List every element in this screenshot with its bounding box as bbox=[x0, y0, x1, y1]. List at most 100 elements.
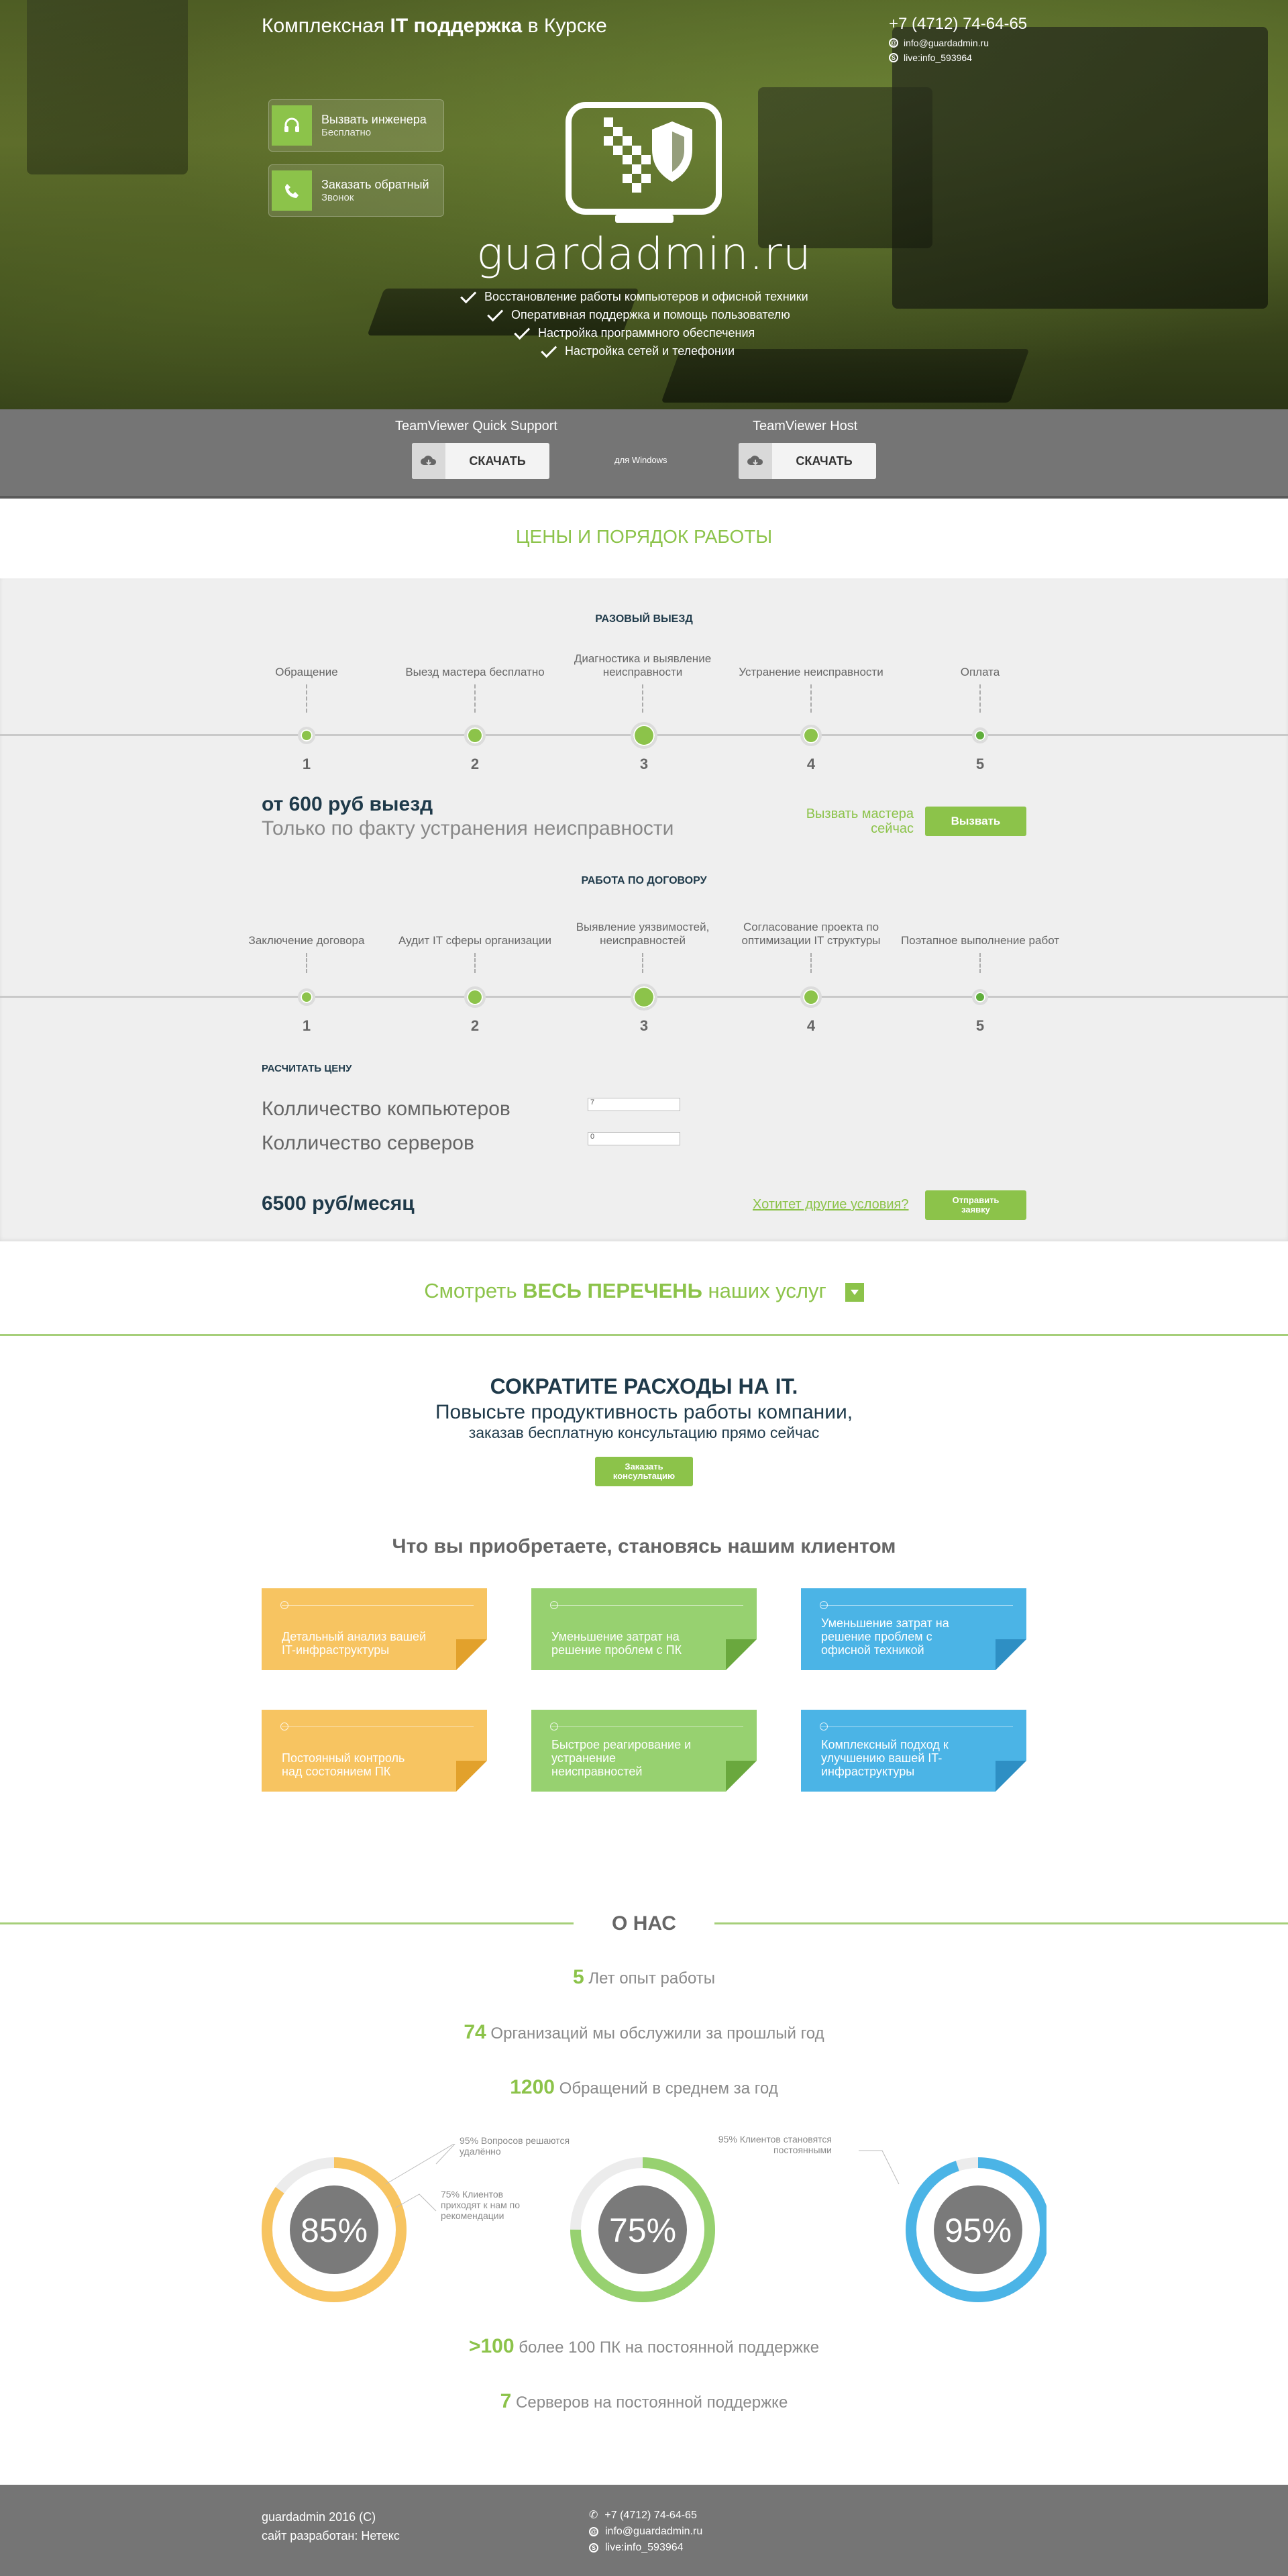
timeline-step: Обращение bbox=[219, 646, 394, 713]
timeline-step: Согласование проекта по оптимизации IT с… bbox=[724, 907, 898, 973]
timeline-step: Оплата bbox=[893, 646, 1067, 713]
timeline-step: Выявление уязвимостей, неисправностей bbox=[555, 907, 730, 973]
about-divider-left bbox=[0, 1922, 574, 1924]
stat-organizations: 74 Организаций мы обслужили за прошлый г… bbox=[464, 2021, 824, 2043]
email-icon: @ bbox=[589, 2527, 598, 2536]
calc-total: 6500 руб/месяц bbox=[262, 1192, 415, 1215]
download-host-button[interactable]: СКАЧАТЬ bbox=[739, 443, 876, 479]
phone-icon: ✆ bbox=[589, 2510, 598, 2521]
footer-phone[interactable]: +7 (4712) 74-64-65 bbox=[604, 2510, 697, 2521]
skype-icon: S bbox=[889, 53, 898, 62]
step-number: 2 bbox=[470, 756, 480, 772]
calc-title: РАСЧИТАТЬ ЦЕНУ bbox=[262, 1063, 352, 1074]
timeline-dot bbox=[972, 989, 988, 1005]
header-email[interactable]: info@guardadmin.ru bbox=[904, 38, 989, 48]
chevron-down-icon bbox=[845, 1282, 864, 1302]
one-time-price: от 600 руб выезд bbox=[262, 793, 433, 815]
ring-label: 75% bbox=[609, 2212, 676, 2249]
about-heading: О НАС bbox=[612, 1912, 676, 1935]
all-services-link[interactable]: Смотреть ВЕСЬ ПЕРЕЧЕНЬ наших услуг bbox=[0, 1279, 1288, 1303]
phone-icon bbox=[272, 170, 312, 211]
page-title: Комплексная IT поддержка в Курске bbox=[262, 15, 607, 37]
call-engineer-sublabel: Бесплатно bbox=[321, 127, 372, 138]
cloud-download-icon bbox=[739, 443, 772, 479]
call-master-text: Вызвать мастера сейчас bbox=[806, 807, 914, 836]
ring-label: 95% bbox=[945, 2212, 1012, 2249]
tv-host-title: TeamViewer Host bbox=[753, 419, 858, 433]
benefit-card: Уменьшение затрат на решение проблем с о… bbox=[801, 1588, 1026, 1670]
other-conditions-link[interactable]: Хотитет другие условия? bbox=[753, 1197, 909, 1212]
step-number: 4 bbox=[806, 1017, 816, 1034]
footer: guardadmin 2016 (С) сайт разработан: Нет… bbox=[0, 2485, 1288, 2576]
teamviewer-bar: TeamViewer Quick Support TeamViewer Host… bbox=[0, 409, 1288, 499]
timeline-dot bbox=[298, 727, 315, 744]
footer-skype[interactable]: live:info_593964 bbox=[605, 2542, 684, 2553]
step-number: 1 bbox=[302, 1017, 311, 1034]
timeline-step: Заключение договора bbox=[219, 907, 394, 973]
divider bbox=[0, 1334, 1288, 1336]
background-monitor bbox=[758, 87, 932, 248]
servers-input[interactable]: 0 bbox=[588, 1132, 680, 1145]
timeline-dot bbox=[631, 722, 657, 749]
feature-item: Настройка сетей и телефонии bbox=[541, 341, 735, 358]
email-icon: @ bbox=[889, 38, 898, 48]
ring-progress bbox=[262, 2157, 407, 2302]
order-consultation-button[interactable]: Заказать консультацию bbox=[595, 1457, 693, 1486]
one-time-title: РАЗОВЫЙ ВЫЕЗД bbox=[595, 613, 693, 625]
ring-label: 85% bbox=[301, 2212, 368, 2249]
headset-icon bbox=[272, 105, 312, 146]
step-number: 1 bbox=[302, 756, 311, 772]
timeline-dot bbox=[800, 986, 822, 1008]
stat-requests: 1200 Обращений в среднем за год bbox=[510, 2076, 778, 2098]
download-quick-support-button[interactable]: СКАЧАТЬ bbox=[412, 443, 549, 479]
timeline-step: Устранение неисправности bbox=[724, 646, 898, 713]
timeline-dot bbox=[298, 988, 315, 1006]
callout-leader-line bbox=[859, 2150, 900, 2185]
stat-pc: >100 более 100 ПК на постоянной поддержк… bbox=[468, 2335, 820, 2357]
servers-label: Колличество серверов bbox=[262, 1132, 474, 1154]
check-icon bbox=[487, 305, 504, 321]
benefit-card: Комплексный подход к улучшению вашей IT-… bbox=[801, 1710, 1026, 1792]
ring-center bbox=[290, 2185, 378, 2274]
call-master-button[interactable]: Вызвать bbox=[925, 807, 1026, 836]
header-contacts: +7 (4712) 74-64-65 @ info@guardadmin.ru S… bbox=[889, 15, 1027, 63]
cta-title: СОКРАТИТЕ РАСХОДЫ НА IT. bbox=[490, 1374, 798, 1398]
check-icon bbox=[514, 323, 531, 340]
timeline-dot bbox=[972, 727, 988, 743]
skype-icon: S bbox=[589, 2543, 598, 2553]
timeline-dot bbox=[800, 725, 822, 746]
benefit-card: Уменьшение затрат на решение проблем с П… bbox=[531, 1588, 757, 1670]
feature-item: Оперативная поддержка и помощь пользоват… bbox=[487, 305, 790, 322]
step-number: 3 bbox=[639, 756, 649, 772]
check-icon bbox=[541, 341, 557, 358]
timeline-step: Аудит IT сферы организации bbox=[388, 907, 562, 973]
timeline-dot bbox=[631, 984, 657, 1011]
send-request-button[interactable]: Отправить заявку bbox=[925, 1190, 1026, 1220]
callback-label: Заказать обратный bbox=[321, 178, 429, 191]
timeline-dot bbox=[464, 725, 486, 746]
timeline-step: Выезд мастера бесплатно bbox=[388, 646, 562, 713]
one-time-note: Только по факту устранения неисправности bbox=[262, 817, 674, 839]
about-divider-right bbox=[714, 1922, 1288, 1924]
timeline-step: Диагностика и выявление неисправности bbox=[555, 646, 730, 713]
computers-input[interactable]: 7 bbox=[588, 1098, 680, 1111]
header-phone[interactable]: +7 (4712) 74-64-65 bbox=[889, 15, 1028, 33]
footer-developer: сайт разработан: Нетекс bbox=[262, 2529, 400, 2542]
cta-line3: заказав бесплатную консультацию прямо се… bbox=[468, 1424, 820, 1441]
check-icon bbox=[460, 287, 477, 303]
step-number: 4 bbox=[806, 756, 816, 772]
callout-recommend: 75% Клиентов приходят к нам по рекоменда… bbox=[441, 2189, 520, 2221]
step-number: 3 bbox=[639, 1017, 649, 1034]
hero-banner: Комплексная IT поддержка в Курске +7 (47… bbox=[0, 0, 1288, 409]
prices-section: РАЗОВЫЙ ВЫЕЗД Обращение Выезд мастера бе… bbox=[0, 578, 1288, 1241]
step-number: 5 bbox=[975, 1017, 985, 1034]
call-engineer-label: Вызвать инженера bbox=[321, 113, 427, 126]
header-skype[interactable]: live:info_593964 bbox=[904, 52, 972, 63]
callout-remote: 95% Вопросов решаются удалённо bbox=[460, 2135, 570, 2157]
timeline-dot bbox=[464, 986, 486, 1008]
ring-center bbox=[598, 2185, 687, 2274]
footer-email[interactable]: info@guardadmin.ru bbox=[605, 2526, 703, 2537]
contract-title: РАБОТА ПО ДОГОВОРУ bbox=[581, 875, 707, 886]
